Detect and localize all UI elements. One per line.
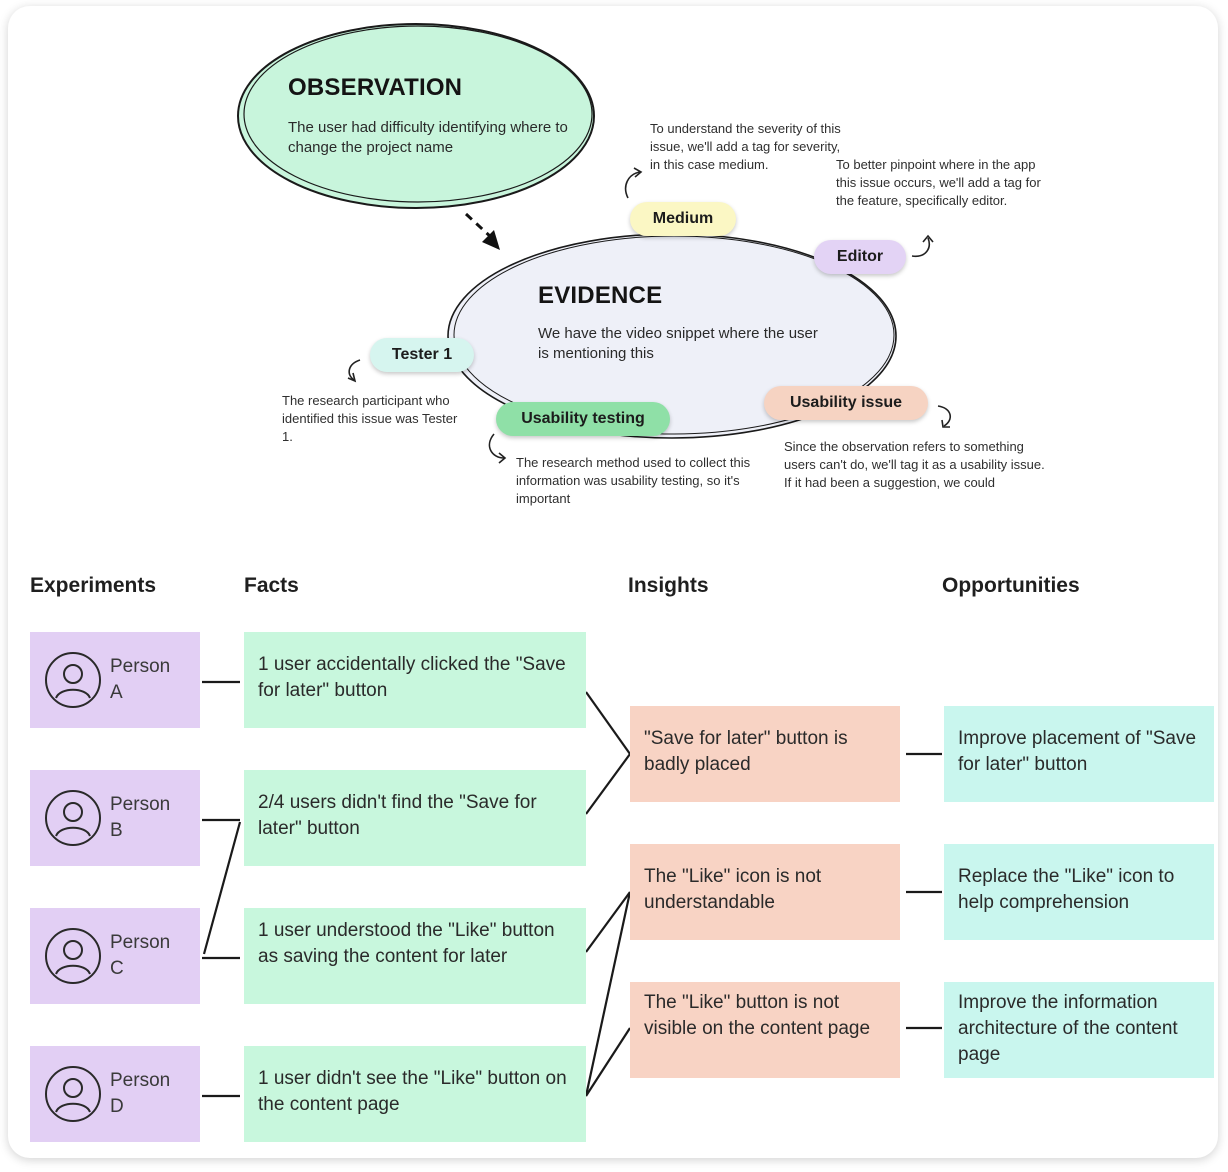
person-avatar-icon	[45, 790, 101, 846]
person-label-line1: Person	[110, 794, 171, 815]
board-connectors	[202, 680, 942, 1098]
person-avatar-icon	[45, 1066, 101, 1122]
insight-card[interactable]: The "Like" button is not visible on the …	[630, 982, 900, 1078]
person-label: Person D	[110, 1068, 170, 1120]
tester-curve-arrow-icon	[348, 359, 361, 381]
opportunity-card[interactable]: Replace the "Like" icon to help comprehe…	[944, 844, 1214, 940]
canvas-card: OBSERVATION The user had difficulty iden…	[8, 6, 1218, 1158]
person-label: Person B	[110, 792, 170, 844]
experiment-person-a[interactable]: Person A	[30, 632, 200, 728]
header-facts: Facts	[244, 574, 299, 597]
observation-text: The user had difficulty identifying wher…	[288, 119, 568, 156]
medium-curve-arrow-icon	[624, 171, 641, 199]
person-avatar-icon	[45, 652, 101, 708]
connector-b-fact3	[202, 821, 242, 955]
method-curve-arrow-icon	[488, 433, 505, 459]
connector-fact3-insight2	[585, 891, 631, 953]
note-medium: To understand the severity of this issue…	[650, 121, 841, 172]
medium-arrowhead-icon	[633, 167, 643, 178]
tag-usability-testing[interactable]: Usability testing	[496, 402, 670, 436]
person-label-line2: B	[110, 820, 123, 841]
person-label-line1: Person	[110, 656, 171, 677]
evidence-text: We have the video snippet where the user…	[538, 325, 818, 362]
connector-fact4-insight2	[584, 891, 632, 1097]
header-opportunities: Opportunities	[942, 574, 1080, 597]
experiment-person-c[interactable]: Person C	[30, 908, 200, 1004]
observation-ellipse-outline	[243, 25, 593, 203]
observation-ellipse	[237, 23, 595, 209]
observation-title: OBSERVATION	[288, 74, 463, 101]
person-label-line1: Person	[110, 932, 171, 953]
note-usability-issue-line2: If it had been a suggestion, we could	[784, 475, 996, 490]
person-label: Person A	[110, 654, 170, 706]
header-experiments: Experiments	[30, 574, 157, 597]
person-label-line2: A	[110, 682, 123, 703]
editor-arrowhead-icon	[922, 234, 934, 243]
issue-arrowhead-icon	[941, 419, 950, 428]
opportunity-card[interactable]: Improve placement of "Save for later" bu…	[944, 706, 1214, 802]
person-label-line2: C	[110, 958, 124, 979]
note-usability-testing: The research method used to collect this…	[516, 455, 751, 506]
opportunity-card[interactable]: Improve the information architecture of …	[944, 982, 1214, 1078]
method-arrowhead-icon	[498, 452, 507, 464]
note-usability-issue-line1: Since the observation refers to somethin…	[784, 439, 1045, 472]
person-avatar-icon	[45, 928, 101, 984]
connector-fact4-insight3	[585, 1027, 631, 1097]
tag-tester[interactable]: Tester 1	[370, 338, 474, 372]
fact-card[interactable]: 1 user didn't see the "Like" button on t…	[244, 1046, 586, 1142]
fact-card[interactable]: 2/4 users didn't find the "Save for late…	[244, 770, 586, 866]
connector-fact1-insight1	[585, 691, 631, 755]
tag-usability-issue[interactable]: Usability issue	[764, 386, 928, 420]
person-label-line2: D	[110, 1096, 124, 1117]
experiment-person-d[interactable]: Person D	[30, 1046, 200, 1142]
note-editor: To better pinpoint where in the app this…	[836, 157, 1041, 208]
fact-card[interactable]: 1 user understood the "Like" button as s…	[244, 908, 586, 1004]
tag-editor[interactable]: Editor	[814, 240, 906, 274]
observation-to-evidence-arrow	[464, 212, 494, 240]
arrowhead-icon	[482, 230, 500, 250]
note-usability-issue: Since the observation refers to somethin…	[784, 438, 1046, 492]
person-label: Person C	[110, 930, 170, 982]
fact-card[interactable]: 1 user accidentally clicked the "Save fo…	[244, 632, 586, 728]
experiment-person-b[interactable]: Person B	[30, 770, 200, 866]
issue-curve-arrow-icon	[937, 405, 951, 427]
insight-card[interactable]: The "Like" icon is not understandable	[630, 844, 900, 940]
evidence-title: EVIDENCE	[538, 282, 663, 309]
insight-card[interactable]: "Save for later" button is badly placed	[630, 706, 900, 802]
editor-curve-arrow-icon	[911, 237, 930, 258]
tester-arrowhead-icon	[347, 372, 357, 383]
header-insights: Insights	[628, 574, 709, 597]
note-tester: The research participant who identified …	[282, 393, 458, 444]
tag-medium[interactable]: Medium	[630, 202, 736, 236]
evidence-ellipse-outline	[453, 235, 895, 435]
connector-fact2-insight1	[585, 753, 631, 815]
person-label-line1: Person	[110, 1070, 171, 1091]
